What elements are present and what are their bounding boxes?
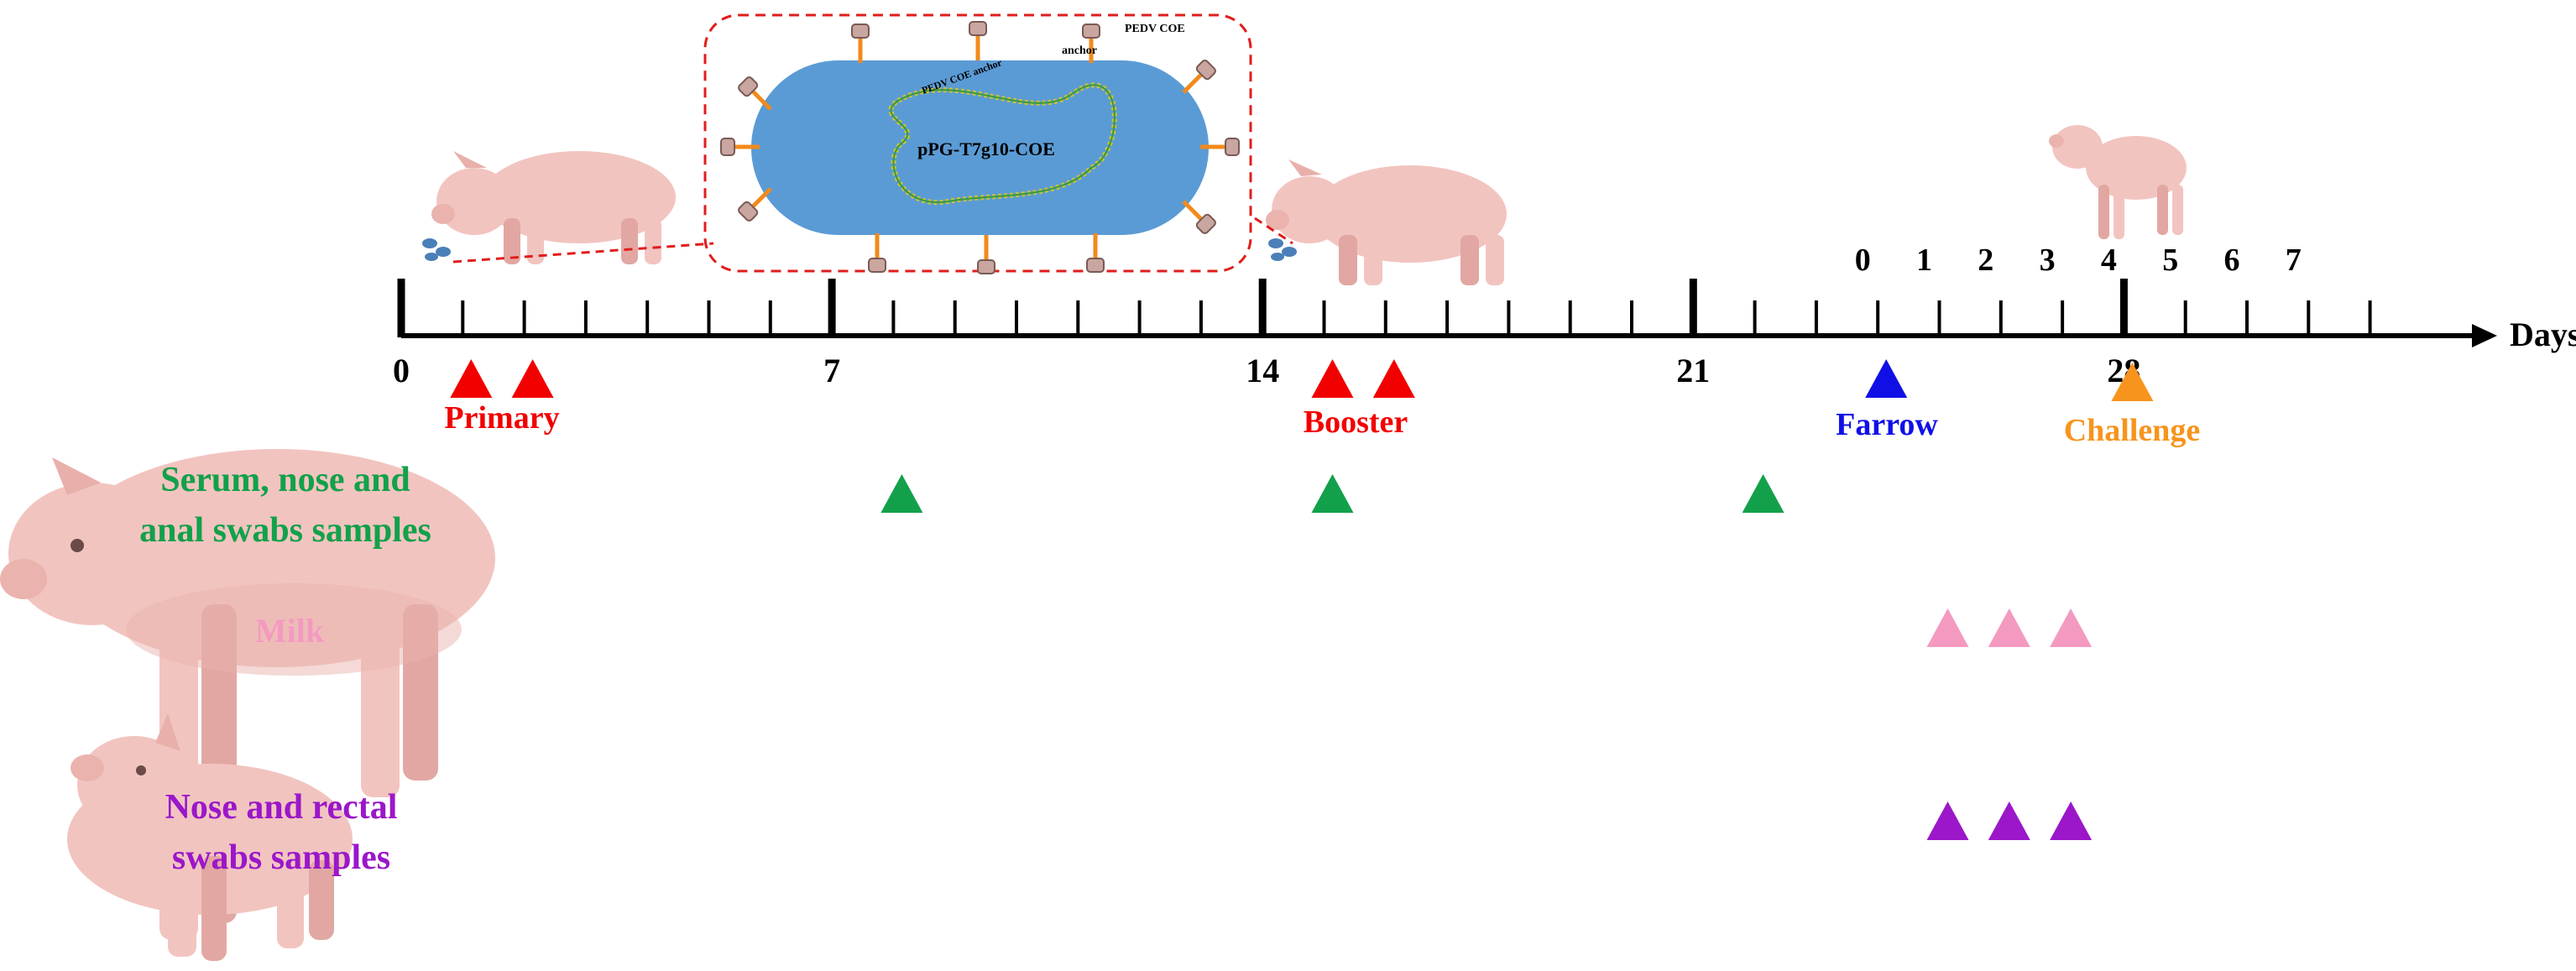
booster-label: Booster — [1304, 405, 1408, 440]
day-label: 7 — [823, 352, 840, 389]
sow-sampling-marker — [1311, 474, 1354, 513]
piglet-icon — [67, 713, 353, 961]
farrow-label: Farrow — [1836, 407, 1938, 442]
surface-antigen-icon — [720, 138, 760, 156]
challenge-marker — [2111, 363, 2154, 401]
day-label: 0 — [393, 352, 410, 389]
piglet-sampling-marker — [1988, 801, 2030, 840]
surface-antigen-icon — [1182, 60, 1216, 94]
booster-dose-marker — [1311, 359, 1354, 398]
post-farrow-day-label: 5 — [2162, 243, 2178, 278]
timeline-axis: Days — [401, 316, 2576, 353]
day-label: 14 — [1246, 352, 1279, 389]
surface-antigen-icon — [1200, 138, 1240, 156]
milk-sampling-marker — [1988, 608, 2030, 647]
sow-sampling-marker — [1742, 474, 1784, 513]
post-farrow-day-labels: 0 1 2 3 4 5 6 7 — [1855, 243, 2302, 278]
piglet-samples-label-line1: Nose and rectal — [165, 788, 398, 827]
surface-antigen-icon — [1082, 23, 1100, 63]
axis-arrowhead — [2472, 324, 2497, 347]
milk-label: Milk — [255, 612, 325, 650]
milk-sampling-marker — [2050, 608, 2093, 647]
surface-antigen-icon — [977, 235, 995, 274]
sow-icon — [1266, 159, 1507, 285]
sow-sampling-marker — [880, 474, 923, 513]
primary-dose-marker — [511, 359, 554, 398]
post-farrow-day-label: 1 — [1916, 243, 1932, 278]
primary-dose-marker — [450, 359, 493, 398]
axis-ticks — [397, 279, 2372, 337]
piglet-sampling-marker — [1926, 801, 1969, 840]
surface-antigen-icon — [868, 233, 886, 273]
sow-icon — [431, 151, 676, 264]
piglet-sampling-marker — [2050, 801, 2093, 840]
piglet-samples-label-line2: swabs samples — [172, 838, 390, 877]
sow-samples-label-line2: anal swabs samples — [139, 511, 431, 550]
sow-samples-label-line1: Serum, nose and — [160, 461, 410, 499]
post-farrow-day-label: 4 — [2101, 243, 2117, 278]
vaccine-drops-icon — [1268, 238, 1297, 261]
day-label: 21 — [1676, 352, 1710, 389]
booster-dose-marker — [1372, 359, 1415, 398]
post-farrow-day-label: 7 — [2286, 243, 2302, 278]
antigen-label: PEDV COE — [1125, 23, 1185, 35]
surface-anchors — [720, 21, 1240, 274]
primary-label: Primary — [444, 400, 559, 436]
vaccine-inset: pPG-T7g10-COE PEDV COE anchor PEDV COE a… — [703, 13, 1252, 274]
piglet-icon — [2049, 125, 2187, 239]
axis-label: Days — [2510, 316, 2576, 353]
post-farrow-day-label: 6 — [2224, 243, 2240, 278]
surface-antigen-icon — [738, 187, 772, 222]
surface-antigen-icon — [969, 21, 987, 60]
vaccine-drops-icon — [422, 238, 451, 261]
post-farrow-day-label: 3 — [2040, 243, 2056, 278]
farrow-marker — [1865, 359, 1908, 398]
surface-antigen-icon — [1086, 233, 1105, 273]
event-markers — [450, 359, 2154, 840]
milk-sampling-marker — [1926, 608, 1969, 647]
post-farrow-day-label: 0 — [1855, 243, 1871, 278]
anchor-label: anchor — [1062, 44, 1097, 57]
plasmid-label: pPG-T7g10-COE — [917, 138, 1055, 159]
surface-antigen-icon — [738, 76, 772, 111]
surface-antigen-icon — [851, 23, 870, 63]
bacterium-icon — [751, 60, 1209, 235]
challenge-label: Challenge — [2064, 413, 2201, 448]
surface-antigen-icon — [1182, 200, 1216, 234]
post-farrow-day-label: 2 — [1978, 243, 1993, 278]
